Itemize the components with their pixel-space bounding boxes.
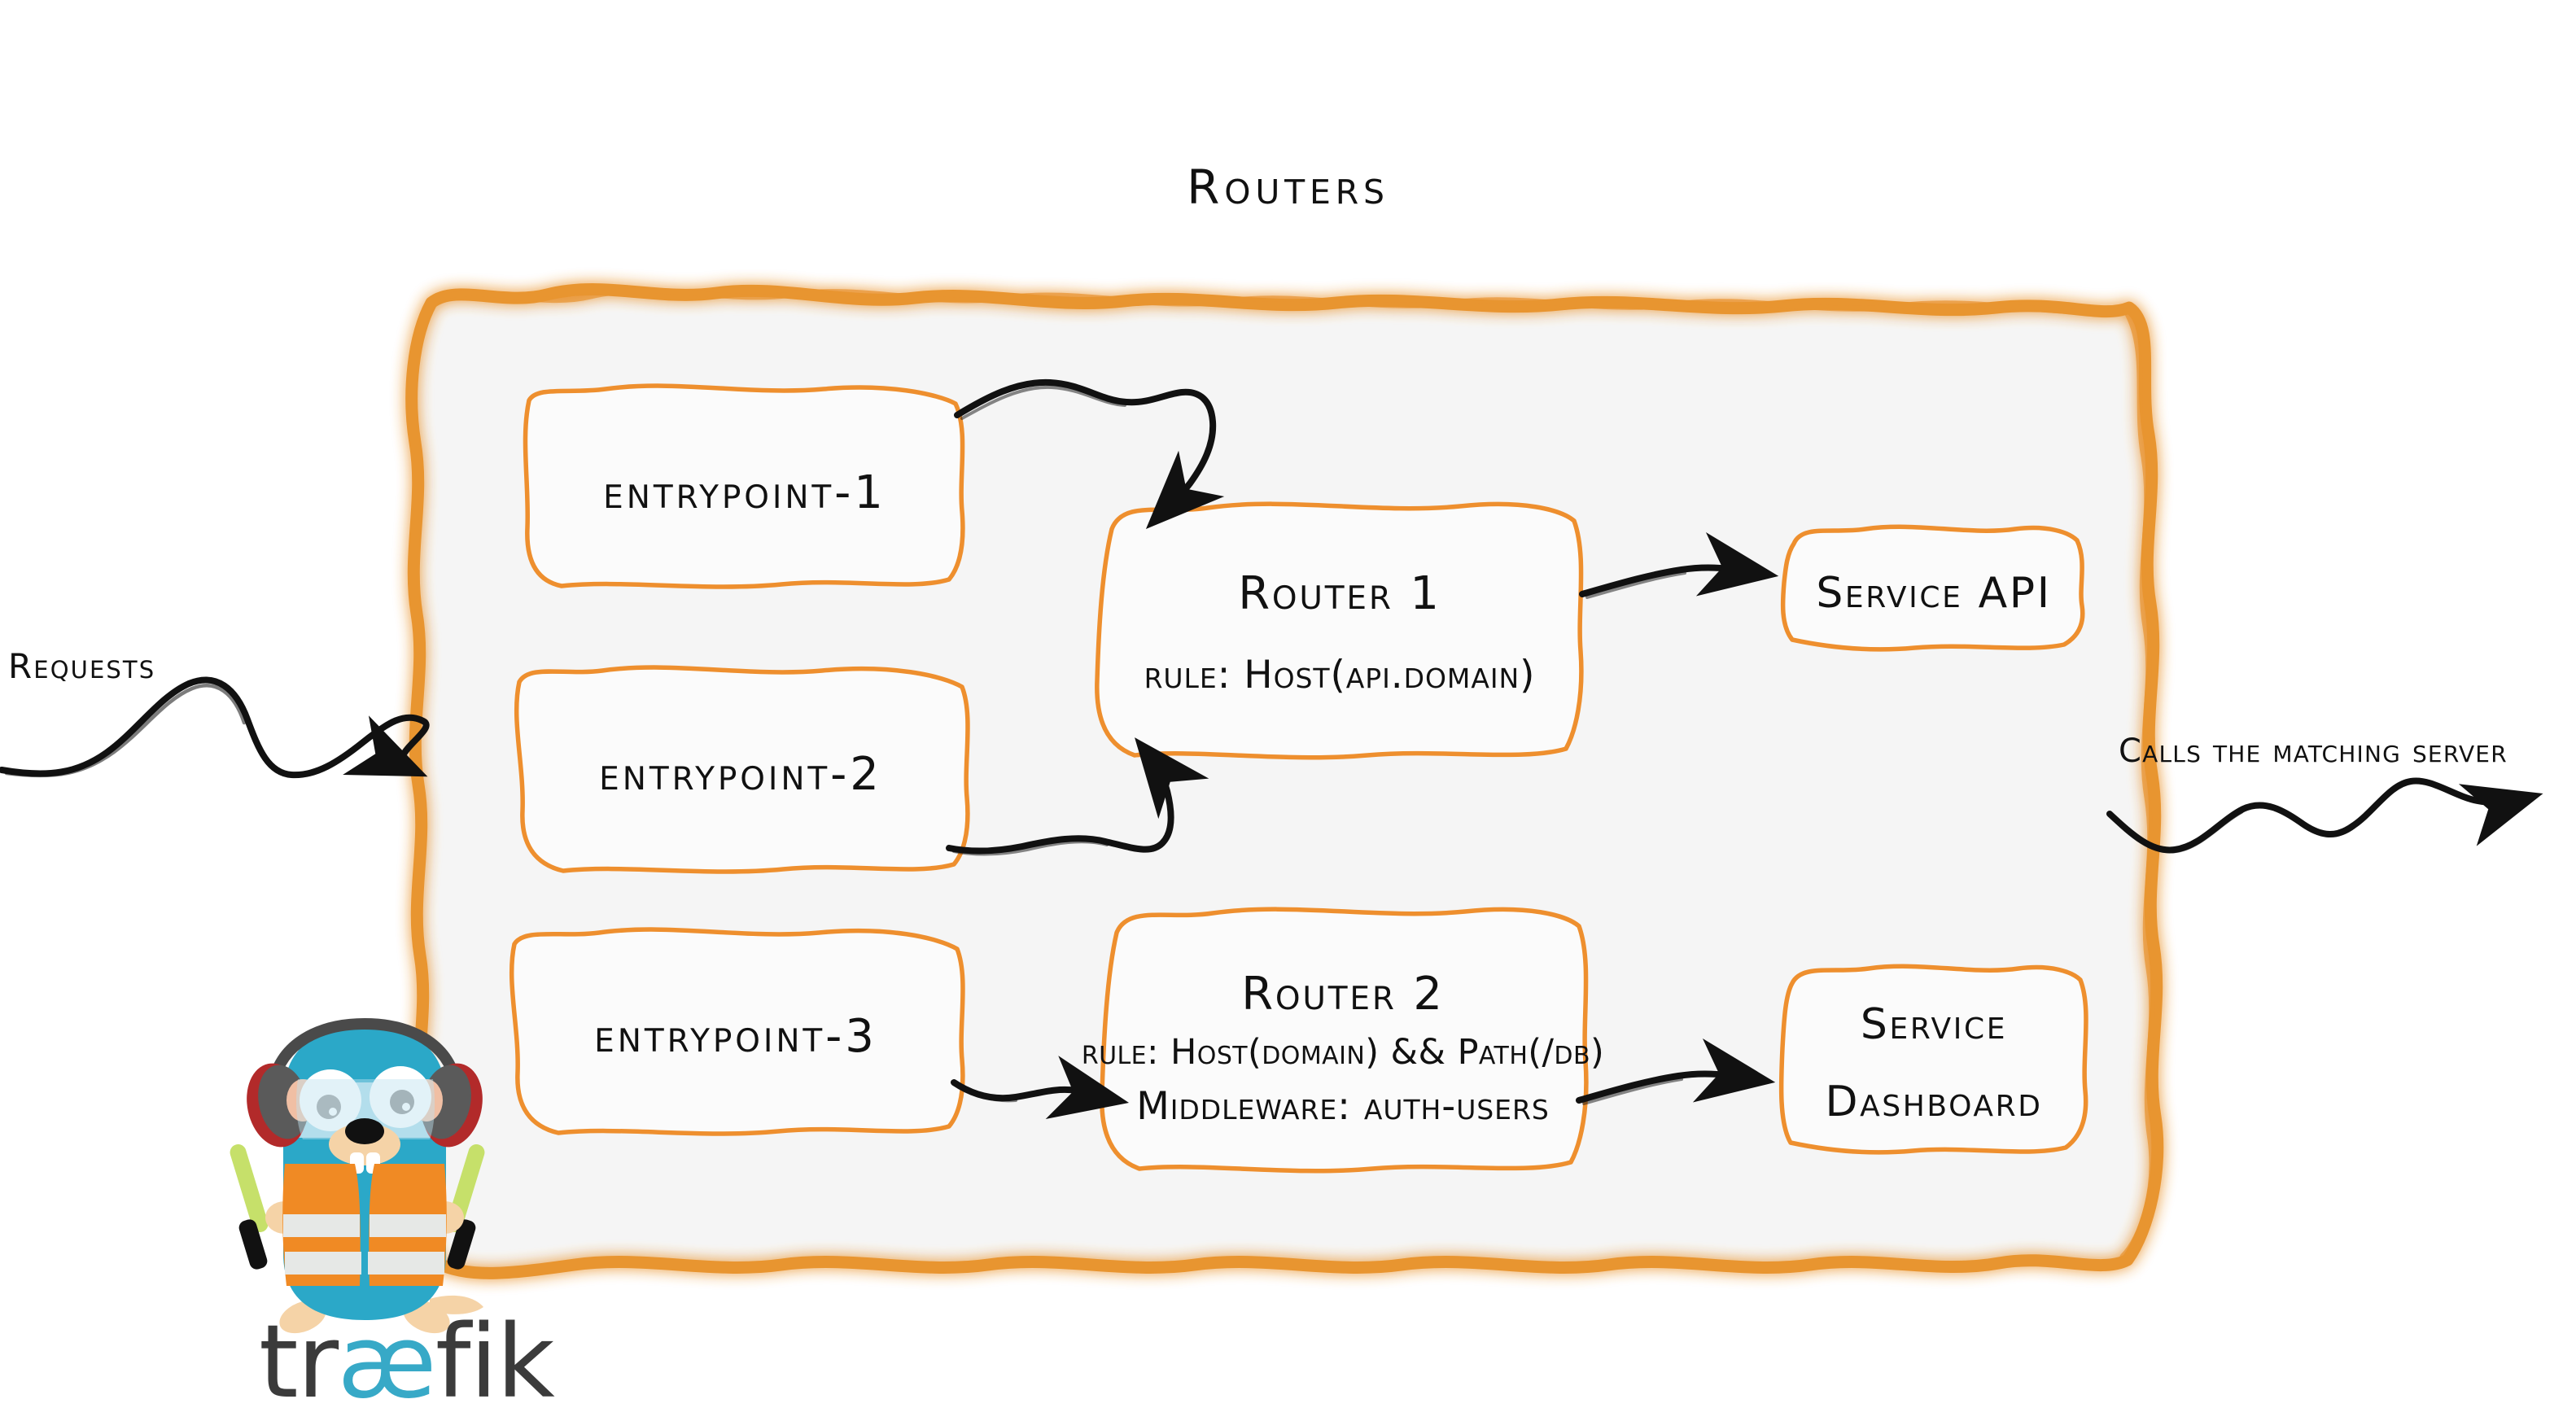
entrypoint-boxes bbox=[509, 383, 970, 1136]
entrypoint-3-box-shape bbox=[509, 927, 965, 1136]
arrow-requests-in bbox=[0, 676, 430, 779]
page-title-text: Routers bbox=[1187, 160, 1389, 215]
router-2-box-shape bbox=[1100, 907, 1589, 1174]
connector-arrows bbox=[0, 378, 2543, 1120]
arrow-router1-to-service-api bbox=[1579, 531, 1779, 599]
entrypoint-3-box[interactable] bbox=[509, 927, 965, 1136]
safety-vest bbox=[282, 1164, 447, 1286]
headphone-band-icon bbox=[268, 1017, 461, 1088]
router-2-box[interactable] bbox=[1100, 907, 1589, 1174]
gopher-nose bbox=[345, 1118, 384, 1144]
router-boxes bbox=[1095, 501, 1589, 1174]
routers-container-border-accent bbox=[440, 287, 2155, 1260]
service-dashboard-box[interactable] bbox=[1778, 964, 2088, 1155]
entrypoint-1-box-shape bbox=[523, 383, 965, 589]
gopher-tail bbox=[430, 1295, 483, 1314]
service-boxes bbox=[1778, 524, 2088, 1155]
traefik-logo-wordmark: træfik bbox=[259, 1312, 555, 1413]
wordmark-prefix: tr bbox=[259, 1304, 339, 1421]
calls-the-matching-server-label: Calls the matching server bbox=[2119, 732, 2508, 770]
arrow-ep3-to-router2 bbox=[951, 1056, 1130, 1120]
service-api-box[interactable] bbox=[1780, 524, 2085, 652]
entrypoint-1-box[interactable] bbox=[523, 383, 965, 589]
safety-goggles-icon bbox=[296, 1079, 435, 1139]
router-1-box[interactable] bbox=[1095, 501, 1584, 760]
entrypoint-2-box-shape bbox=[514, 665, 970, 874]
arrow-router2-to-service-dashboard bbox=[1576, 1038, 1776, 1105]
wordmark-suffix: fik bbox=[435, 1304, 555, 1421]
traefik-gopher-mascot bbox=[230, 1017, 485, 1334]
router-1-box-shape bbox=[1095, 501, 1584, 760]
arrow-calls-out bbox=[2106, 777, 2543, 854]
wordmark-ae-ligature: æ bbox=[337, 1304, 437, 1421]
requests-label: Requests bbox=[8, 646, 156, 686]
marshalling-wand-left-icon bbox=[230, 1144, 269, 1270]
entrypoint-2-box[interactable] bbox=[514, 665, 970, 874]
arrow-ep2-to-router1 bbox=[946, 737, 1209, 856]
service-api-box-shape bbox=[1780, 524, 2085, 652]
arrow-ep1-to-router1 bbox=[954, 378, 1225, 530]
service-dashboard-box-shape bbox=[1778, 964, 2088, 1155]
page-title: Routers bbox=[0, 160, 2576, 215]
